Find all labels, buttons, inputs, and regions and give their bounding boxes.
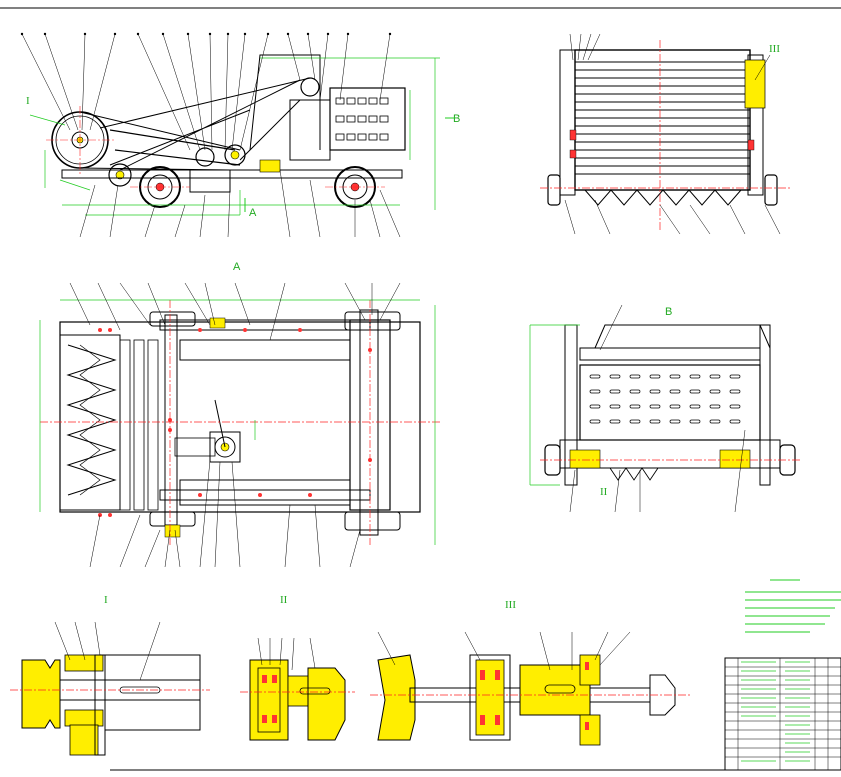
detail-iii [370, 631, 690, 746]
detail-ii-callout: II [600, 486, 608, 498]
detail-ii-label: II [280, 594, 288, 606]
detail-iii-callout: III [769, 43, 780, 55]
detail-ii [240, 637, 355, 741]
side-view: III [540, 33, 790, 235]
section-view-b: II [529, 304, 800, 513]
front-view: I B A [20, 32, 460, 238]
detail-i-label: I [104, 594, 108, 606]
plan-view [39, 282, 440, 568]
detail-i-callout: I [26, 95, 30, 107]
section-a-arrow-label: A [249, 207, 257, 219]
parts-list-table [724, 657, 841, 771]
detail-iii-label: III [505, 599, 516, 611]
technical-notes [745, 579, 841, 633]
view-a-label: A [233, 261, 241, 273]
section-b-arrow-label: B [453, 113, 460, 125]
detail-i [10, 621, 210, 756]
view-b-label: B [665, 306, 672, 318]
